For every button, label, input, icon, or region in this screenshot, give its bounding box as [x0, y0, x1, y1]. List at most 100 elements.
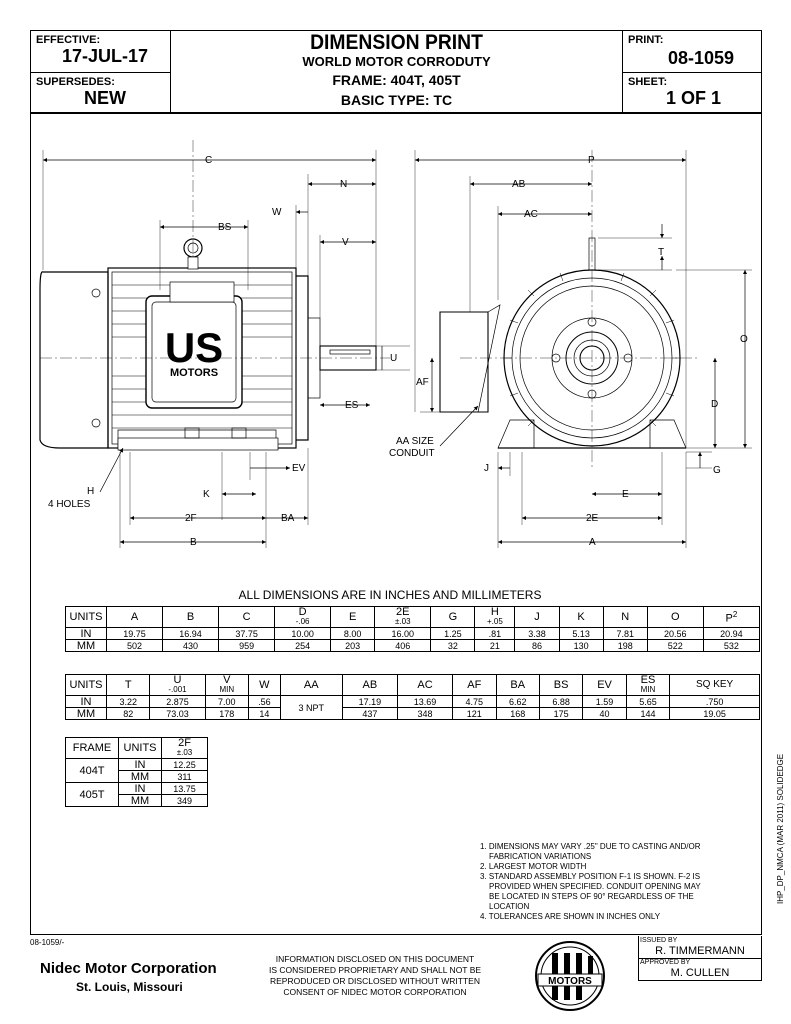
table-cell: 16.94 — [162, 627, 220, 640]
supersedes-label: SUPERSEDES: — [36, 76, 115, 88]
table-cell: 3.38 — [514, 627, 560, 640]
dim-label-es: ES — [345, 400, 359, 411]
basic-type: BASIC TYPE: TC — [340, 92, 453, 108]
table-cell: 6.62 — [495, 695, 540, 708]
note-line: LOCATION — [489, 902, 530, 911]
supersedes-value: NEW — [84, 88, 126, 108]
dim-label-j: J — [484, 463, 489, 474]
table-cell: 175 — [538, 707, 584, 720]
table-header-row: FRAME UNITS 2F±.03 — [65, 737, 208, 759]
company-name: Nidec Motor Corporation — [40, 960, 217, 977]
table-cell: IN — [65, 627, 107, 640]
disclaimer-line: IS CONSIDERED PROPRIETARY AND SHALL NOT … — [268, 965, 482, 975]
sheet-value: 1 OF 1 — [666, 88, 722, 108]
logo-text: MOTORS — [548, 976, 592, 987]
table-cell: 5.13 — [558, 627, 604, 640]
dim-label-b: B — [190, 537, 197, 548]
table-cell: 522 — [646, 639, 704, 652]
proprietary-disclaimer: INFORMATION DISCLOSED ON THIS DOCUMENT I… — [255, 954, 495, 998]
dim-label-h: H — [87, 486, 94, 497]
table-cell: 311 — [161, 770, 208, 783]
disclaimer-line: REPRODUCED OR DISCLOSED WITHOUT WRITTEN — [270, 976, 480, 986]
header-divider — [622, 72, 762, 73]
table-cell: .81 — [474, 627, 516, 640]
table-cell: 14 — [247, 707, 281, 720]
table-cell: 405T — [65, 782, 119, 807]
header-letter: P — [725, 612, 733, 625]
table-cell: 86 — [514, 639, 560, 652]
table-cell: 16.00 — [374, 627, 432, 640]
dim-label-v: V — [342, 237, 349, 248]
dim-label-w: W — [272, 207, 282, 218]
effective-label: EFFECTIVE: — [36, 34, 101, 46]
print-label: PRINT: — [628, 34, 664, 46]
table-header: AF — [452, 674, 497, 696]
dim-label-ac: AC — [524, 209, 538, 220]
table-cell: 130 — [558, 639, 604, 652]
note-line: FABRICATION VARIATIONS — [489, 852, 592, 861]
table-header: B — [162, 606, 220, 628]
table-cell: 178 — [204, 707, 249, 720]
table-cell: 404T — [65, 758, 119, 783]
table-header: AC — [396, 674, 454, 696]
table-header: J — [514, 606, 560, 628]
table-cell: 20.94 — [702, 627, 761, 640]
table-cell: MM — [118, 794, 162, 807]
header-divider — [30, 72, 170, 73]
table-cell: 21 — [474, 639, 516, 652]
table-row: MM 502 430 959 254 203 406 32 21 86 130 … — [65, 639, 761, 652]
dim-label-e: E — [622, 489, 629, 500]
header-divider — [622, 30, 623, 112]
table-header-row: UNITS A B C D-.06 E 2E±.03 G H+.05 J K N… — [65, 606, 761, 628]
note-line: PROVIDED WHEN SPECIFIED. CONDUIT OPENING… — [489, 882, 701, 891]
header-tolerance: +.05 — [487, 617, 503, 626]
disclaimer-line: CONSENT OF NIDEC MOTOR CORPORATION — [283, 987, 467, 997]
table-cell: 12.25 — [161, 758, 208, 771]
header-note-ref: 2 — [732, 610, 738, 620]
table-header: EV — [582, 674, 627, 696]
dim-label-p: P — [588, 155, 595, 166]
dim-label-ba: BA — [281, 513, 295, 524]
header-letter: 2E — [396, 606, 410, 618]
dim-label-t: T — [658, 247, 664, 258]
table-header: UNITS — [65, 674, 107, 696]
table-cell: IN — [65, 695, 107, 708]
table-header: SQ KEY — [669, 674, 760, 696]
table-cell: 6.88 — [538, 695, 584, 708]
table-row: MM 349 — [66, 794, 208, 807]
table-cell: 37.75 — [218, 627, 276, 640]
dim-label-holes: 4 HOLES — [48, 499, 91, 510]
table-cell: 17.19 — [341, 695, 398, 708]
table-header: UNITS — [65, 606, 107, 628]
frame-line: FRAME: 404T, 405T — [332, 72, 461, 88]
table-cell: 254 — [274, 639, 332, 652]
header-letter: 2F — [178, 737, 191, 749]
table-cell: 82 — [105, 707, 151, 720]
table-header: A — [105, 606, 164, 628]
dimensions-caption: ALL DIMENSIONS ARE IN INCHES AND MILLIME… — [238, 588, 542, 602]
table-cell: 10.00 — [274, 627, 332, 640]
dim-label-n: N — [340, 179, 347, 190]
header-divider — [30, 112, 762, 114]
header-tolerance: -.001 — [168, 685, 187, 694]
note-line: 4. TOLERANCES ARE SHOWN IN INCHES ONLY — [480, 912, 661, 921]
table-row: 404T IN 12.25 — [65, 758, 208, 783]
table-header: T — [105, 674, 151, 696]
signature-divider — [638, 958, 762, 959]
header-tolerance: ±.03 — [176, 748, 193, 757]
table-cell: 532 — [702, 639, 761, 652]
table-cell: 5.65 — [625, 695, 671, 708]
table-header: P2 — [702, 606, 761, 628]
table-cell: MM — [118, 770, 162, 783]
print-value: 08-1059 — [668, 48, 735, 68]
table-header: O — [646, 606, 704, 628]
table-row: MM 82 73.03 178 14 437 348 121 168 175 4… — [65, 707, 760, 720]
note-line: 2. LARGEST MOTOR WIDTH — [480, 862, 587, 871]
dim-label-ev: EV — [292, 463, 306, 474]
table-header: FRAME — [65, 737, 119, 759]
table-cell: 40 — [582, 707, 627, 720]
frame-table: FRAME UNITS 2F±.03 404T IN 12.25 MM 311 … — [65, 737, 208, 807]
table-cell: MM — [65, 639, 107, 652]
note-line: BE LOCATED IN STEPS OF 90° REGARDLESS OF… — [489, 892, 694, 901]
